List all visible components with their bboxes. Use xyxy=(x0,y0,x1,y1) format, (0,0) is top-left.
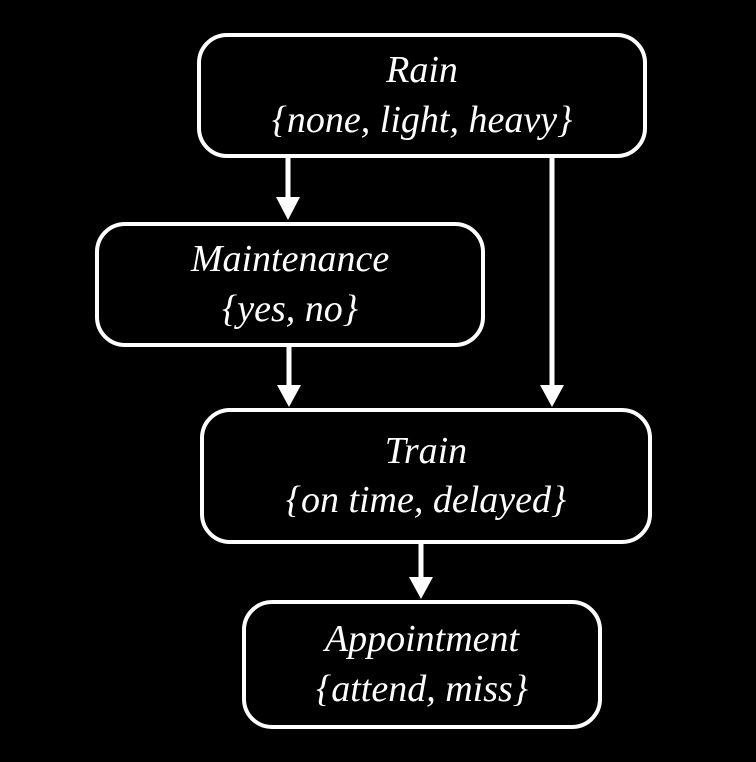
node-maintenance-values: {yes, no} xyxy=(222,287,358,330)
node-appointment-label: Appointment xyxy=(324,618,520,661)
node-maintenance: Maintenance {yes, no} xyxy=(95,222,485,347)
node-maintenance-label: Maintenance xyxy=(190,238,390,281)
node-appointment-values: {attend, miss} xyxy=(316,667,528,710)
node-appointment: Appointment {attend, miss} xyxy=(242,600,602,729)
edge-rain-to-maintenance-arrow xyxy=(276,158,300,220)
node-train-values: {on time, delayed} xyxy=(285,479,567,521)
node-rain: Rain {none, light, heavy} xyxy=(197,33,647,158)
node-rain-values: {none, light, heavy} xyxy=(271,98,573,141)
node-train-label: Train xyxy=(384,429,468,472)
edge-maintenance-to-train-arrow xyxy=(277,347,301,407)
node-train: Train {on time, delayed} xyxy=(200,408,652,544)
edge-train-to-appointment-arrow xyxy=(409,544,433,599)
edge-rain-to-train-arrow xyxy=(540,158,564,407)
node-rain-label: Rain xyxy=(386,49,458,92)
